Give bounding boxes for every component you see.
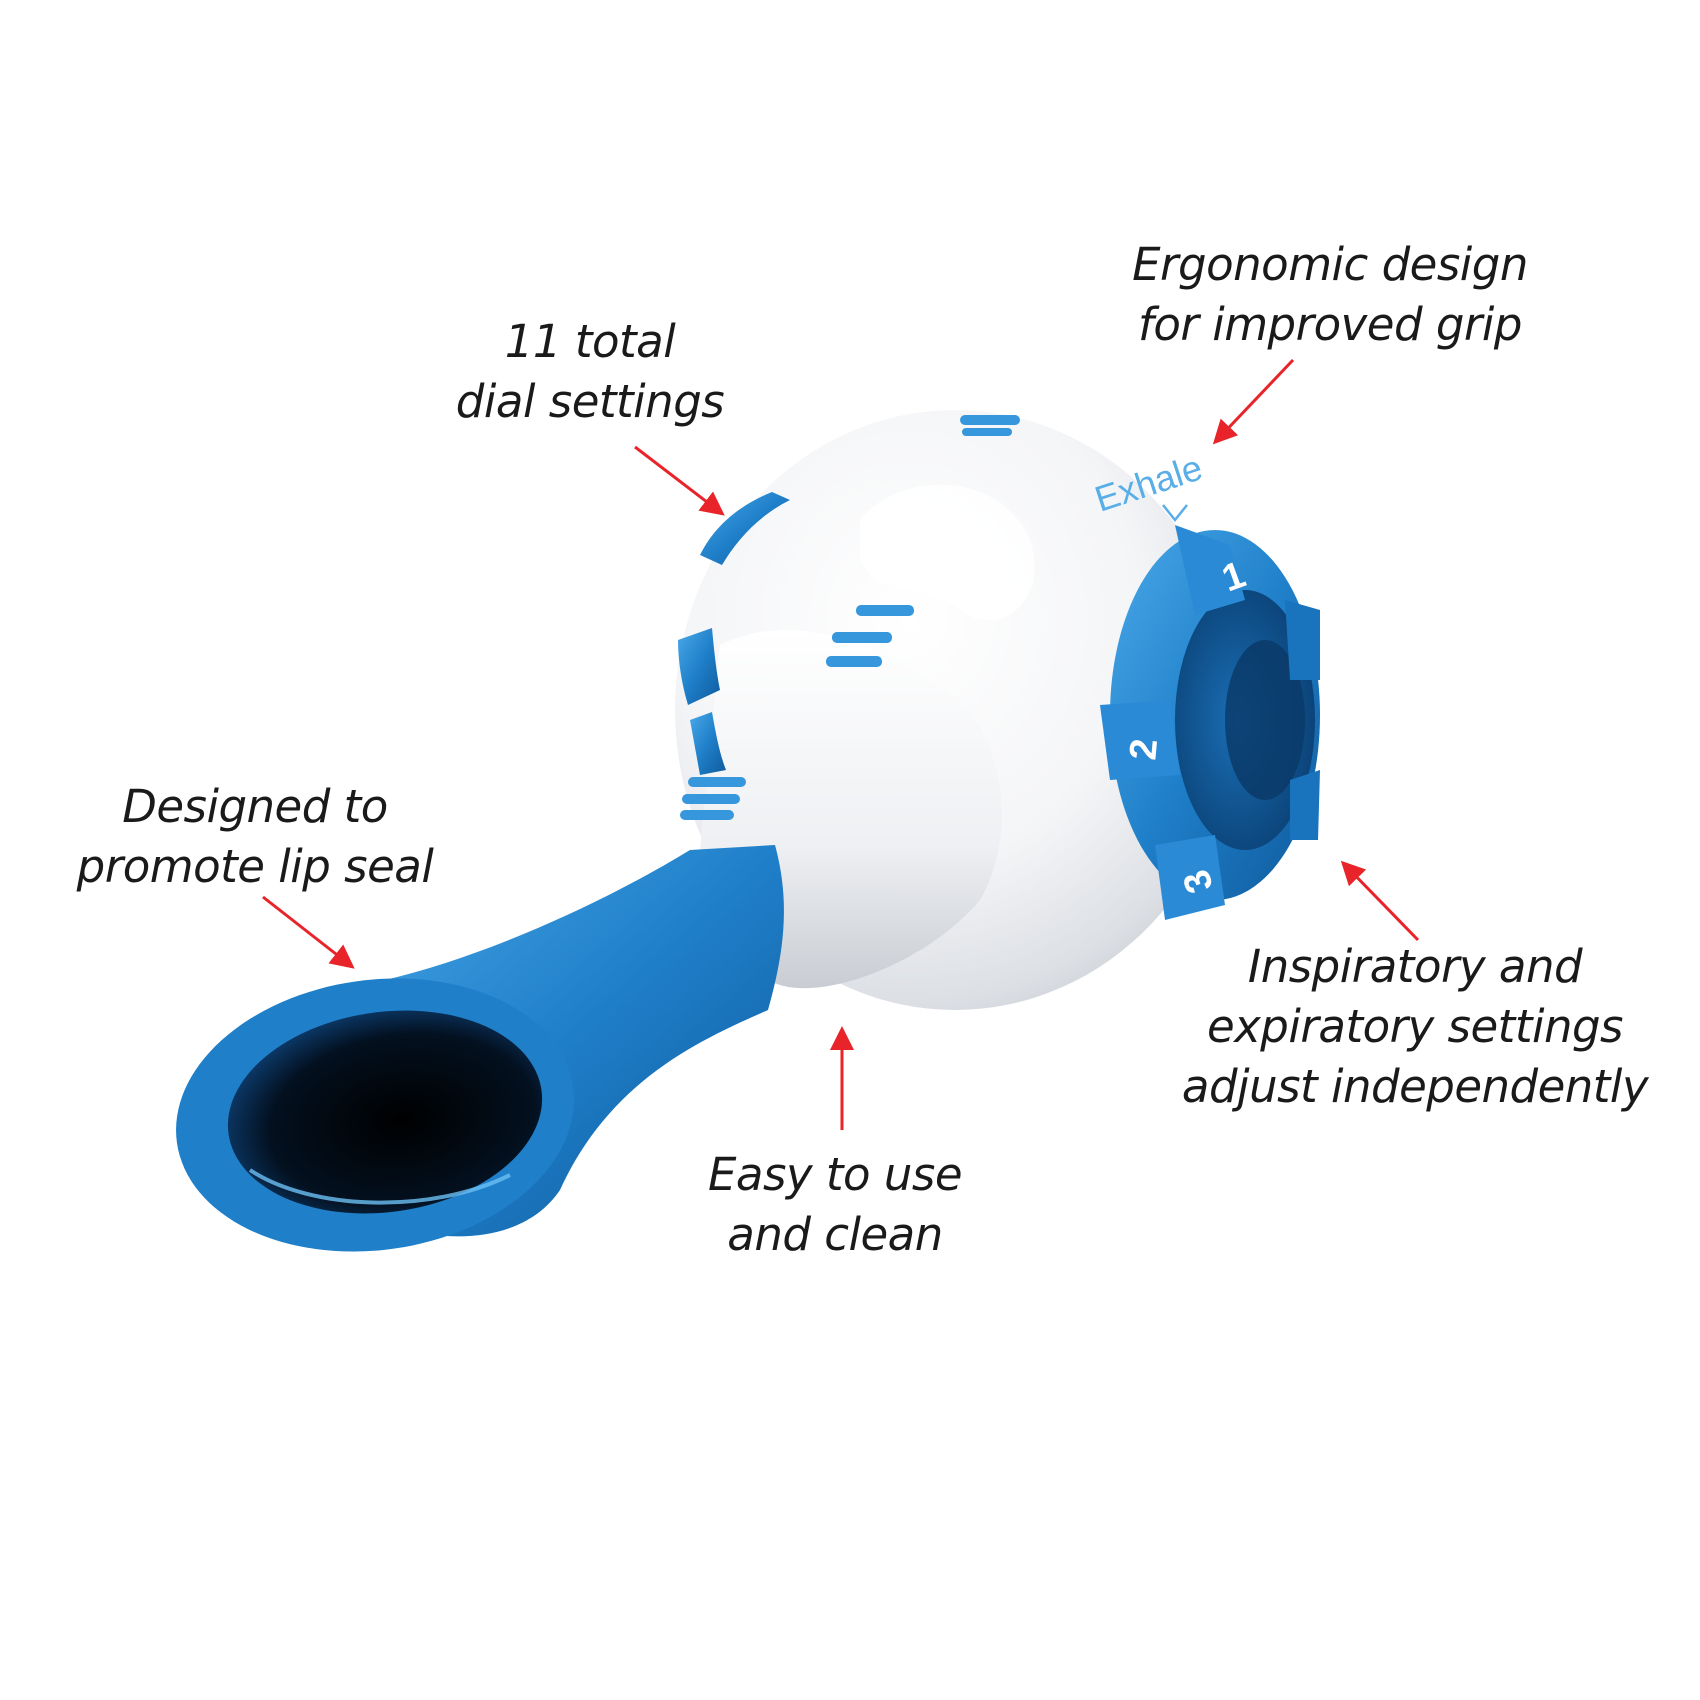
callout-settings-line2: expiratory settings [1206, 1000, 1624, 1053]
callout-ergonomic: Ergonomic design for improved grip [1110, 235, 1550, 355]
callout-dial-settings-line2: dial settings [455, 375, 725, 428]
dial-ring [1100, 525, 1320, 920]
mouthpiece-opening [227, 1010, 543, 1214]
exhale-chevron-icon [1162, 504, 1188, 523]
dial-number-2: 2 [1122, 737, 1166, 762]
callout-dial-settings-line1: 11 total [504, 315, 676, 368]
callout-ergonomic-line2: for improved grip [1138, 298, 1522, 351]
arrow-dial-settings [634, 445, 725, 516]
callout-settings-line3: adjust independently [1181, 1060, 1649, 1113]
callout-lip-seal: Designed to promote lip seal [60, 777, 450, 897]
callout-lip-seal-line1: Designed to [122, 780, 388, 833]
callout-settings: Inspiratory and expiratory settings adju… [1180, 937, 1650, 1117]
callout-dial-settings: 11 total dial settings [440, 312, 740, 432]
callout-settings-line1: Inspiratory and [1247, 940, 1583, 993]
callout-easy: Easy to use and clean [690, 1145, 980, 1265]
arrow-ergonomic [1212, 358, 1295, 445]
grip-bars [680, 415, 1020, 820]
bulb-highlight [860, 484, 1035, 621]
left-dial-segments [678, 492, 790, 775]
callout-easy-line1: Easy to use [707, 1148, 963, 1201]
mouthpiece-gloss [248, 1168, 511, 1205]
arrow-settings [1340, 860, 1420, 942]
arrow-lip-seal [262, 895, 355, 969]
callout-easy-line2: and clean [727, 1208, 943, 1261]
callout-lip-seal-line2: promote lip seal [76, 840, 434, 893]
callout-arrows [262, 358, 1420, 1130]
callout-ergonomic-line1: Ergonomic design [1132, 238, 1528, 291]
